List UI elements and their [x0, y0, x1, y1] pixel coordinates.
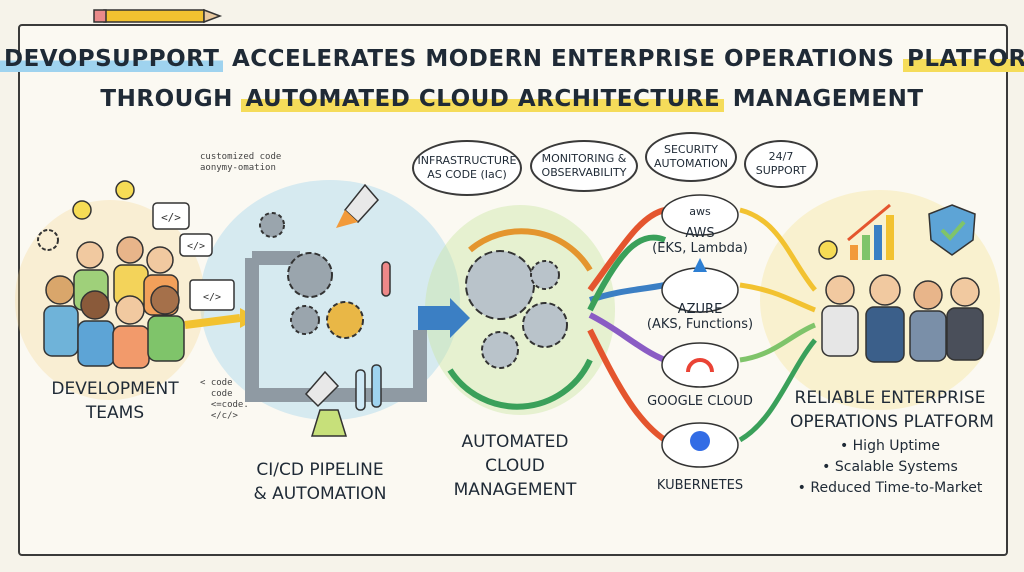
title-line-2-end: MANAGEMENT	[732, 86, 924, 112]
rocket-icon	[304, 183, 380, 408]
label-cicd-pipeline-line-2: & AUTOMATION	[253, 484, 387, 504]
bubble-iac-line-1: INFRASTRUCTURE	[417, 154, 517, 167]
google-cloud-icon	[686, 358, 714, 373]
cloud-azure-name: AZURE	[677, 302, 723, 317]
label-outcome-line-1: RELIABLE ENTERPRISE	[794, 388, 986, 408]
cloud-google-name: GOOGLE CLOUD	[647, 394, 753, 409]
cloud-aws-detail: (EKS, Lambda)	[652, 241, 748, 256]
arrow-to-automation	[418, 298, 470, 338]
aws-logo-text: aws	[689, 205, 711, 218]
code-glyph-2: </>	[187, 241, 205, 252]
code-bubble-icon	[152, 202, 235, 311]
cloud-azure-detail: (AKS, Functions)	[646, 317, 754, 332]
azure-cloud	[661, 258, 739, 313]
cloud-kubernetes-name: KUBERNETES	[656, 478, 744, 493]
benefit-list: • High Uptime • Scalable Systems • Reduc…	[790, 436, 990, 499]
cycle-arrow-bottom	[447, 358, 593, 410]
label-cicd-pipeline: CI/CD PIPELINE & AUTOMATION	[235, 458, 405, 506]
label-automation-line-2: CLOUD	[485, 456, 545, 476]
page-title-line-1: DEVOPSUPPORT ACCELERATES MODERN ENTERPRI…	[0, 46, 1024, 72]
shield-check-icon	[928, 204, 976, 256]
bubble-security-line-2: AUTOMATION	[654, 157, 728, 170]
google-cloud	[661, 342, 739, 388]
aws-cloud	[661, 194, 739, 236]
central-gear-cluster	[465, 250, 568, 369]
outcome-arrows	[738, 207, 817, 443]
growth-chart-icon	[847, 203, 894, 260]
cloud-aws-name: AWS	[685, 226, 715, 241]
note-code-snippet: < code code <=code. </c/>	[200, 378, 249, 421]
title-line-2-highlight: AUTOMATED CLOUD ARCHITECTURE	[241, 86, 725, 112]
bubble-monitoring-line-2: OBSERVABILITY	[541, 166, 627, 179]
lightbulb-icon	[72, 180, 838, 260]
bubble-support-line-2: SUPPORT	[755, 164, 807, 177]
label-development-teams-line-2: TEAMS	[85, 403, 145, 423]
label-outcome-line-2: OPERATIONS PLATFORM	[790, 412, 994, 432]
note-customized-code: customized code aonymy-omation	[200, 152, 282, 173]
test-tube-icon	[310, 261, 391, 437]
title-line-1-end: PLATFORMS	[903, 46, 1024, 72]
label-automation-line-1: AUTOMATED	[461, 432, 569, 452]
benefit-time-to-market: • Reduced Time-to-Market	[797, 480, 983, 496]
business-team-illustration	[821, 274, 984, 363]
benefit-uptime: • High Uptime	[839, 438, 941, 454]
gear-icon	[37, 229, 59, 251]
kubernetes-icon	[690, 431, 710, 451]
developer-team-illustration	[43, 236, 185, 369]
label-development-teams-line-1: DEVELOPMENT	[51, 379, 179, 399]
bubble-monitoring-line-1: MONITORING &	[541, 152, 627, 165]
label-automation-line-3: MANAGEMENT	[453, 480, 577, 500]
label-cicd-pipeline-line-1: CI/CD PIPELINE	[256, 460, 384, 480]
code-glyph-1: </>	[161, 211, 181, 224]
fan-arrows	[587, 207, 667, 443]
title-line-2-start: THROUGH	[100, 86, 233, 112]
pencil-icon	[93, 8, 223, 24]
page-title-line-2: THROUGH AUTOMATED CLOUD ARCHITECTURE MAN…	[0, 86, 1024, 112]
label-development-teams: DEVELOPMENT TEAMS	[40, 377, 190, 425]
title-line-1-text: ACCELERATES MODERN ENTERPRISE OPERATIONS	[232, 46, 895, 72]
benefit-scalable: • Scalable Systems	[822, 459, 958, 475]
code-glyph-3: </>	[203, 292, 221, 303]
kubernetes-cloud	[661, 422, 739, 468]
pipeline-illustration	[245, 212, 427, 402]
bubble-monitoring: MONITORING &OBSERVABILITY	[530, 140, 638, 192]
bubble-support-line-1: 24/7	[768, 150, 794, 163]
cloud-google: GOOGLE CLOUD	[640, 394, 760, 409]
arrow-to-pipeline	[184, 314, 241, 329]
bubble-iac-line-2: AS CODE (IaC)	[427, 168, 507, 181]
brand-name: DEVOPSUPPORT	[0, 46, 224, 72]
label-reliable-platform: RELIABLE ENTERPRISE OPERATIONS PLATFORM	[790, 386, 994, 434]
cloud-aws: AWS (EKS, Lambda)	[640, 226, 760, 256]
bubble-security-line-1: SECURITY	[664, 143, 718, 156]
label-automated-cloud-management: AUTOMATED CLOUD MANAGEMENT	[440, 430, 590, 502]
cycle-arrow-top	[468, 228, 593, 272]
pipeline-wash	[200, 180, 460, 420]
cloud-azure: AZURE (AKS, Functions)	[640, 302, 760, 332]
cloud-kubernetes: KUBERNETES	[640, 478, 760, 493]
